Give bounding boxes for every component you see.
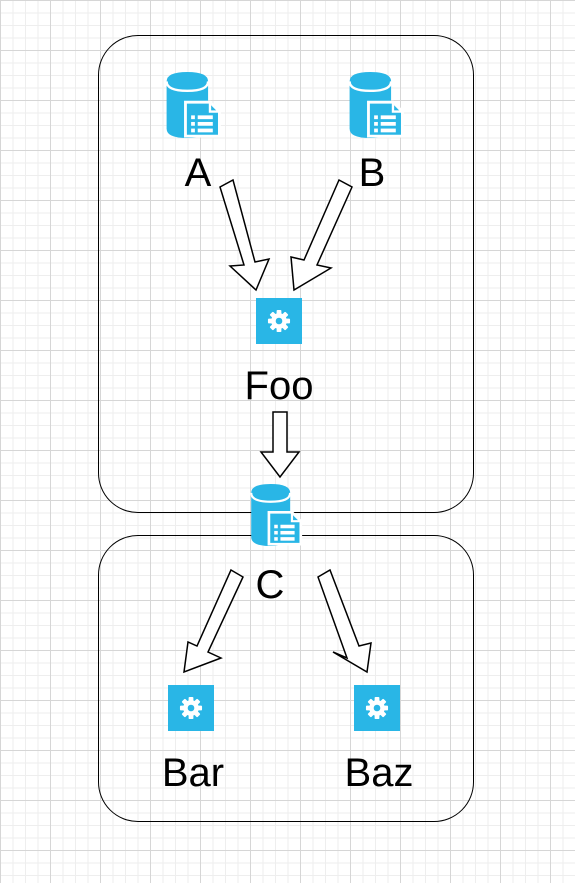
arrow-a-to-foo <box>219 178 271 292</box>
database-document-icon <box>347 72 405 138</box>
arrow-foo-to-c <box>259 411 301 479</box>
node-b-label: B <box>358 151 386 195</box>
node-c-label: C <box>255 563 285 607</box>
node-a-label: A <box>184 151 212 195</box>
database-document-icon <box>164 72 222 138</box>
database-document-icon <box>249 484 303 546</box>
node-foo-label: Foo <box>244 364 314 408</box>
arrow-c-to-baz <box>317 568 372 674</box>
gear-icon <box>160 685 222 731</box>
node-baz-label: Baz <box>344 751 414 795</box>
arrow-c-to-bar <box>183 568 244 674</box>
arrow-b-to-foo <box>290 178 353 292</box>
gear-icon <box>248 298 310 344</box>
node-bar-label: Bar <box>161 751 225 795</box>
gear-icon <box>346 685 408 731</box>
